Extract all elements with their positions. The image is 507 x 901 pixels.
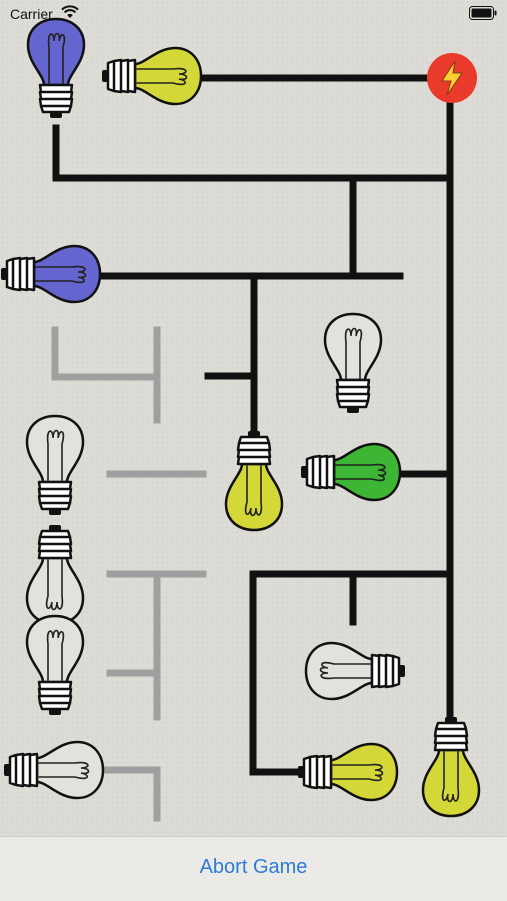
bulb-contact [102, 70, 108, 82]
bulbs-layer[interactable] [1, 17, 481, 818]
bulb-screw-base [38, 83, 74, 114]
bulb-filament [136, 67, 188, 86]
bulb-off-left-3[interactable] [25, 614, 85, 715]
bulb-glass [133, 46, 203, 106]
bulb-contact [49, 525, 61, 531]
circuit-puzzle[interactable] [0, 0, 507, 836]
battery-icon [469, 6, 497, 20]
bulb-off-right[interactable] [304, 641, 405, 701]
bulb-glass [421, 748, 481, 818]
bulb-filament [441, 751, 460, 803]
bulb-off-center[interactable] [323, 312, 383, 413]
bulb-yellow-top[interactable] [102, 46, 203, 106]
bulb-screw-base [106, 58, 137, 94]
bulb-contact [347, 407, 359, 413]
bulb-contact [1, 268, 7, 280]
status-bar: Carrier [0, 0, 507, 28]
bulb-blue-top[interactable] [26, 17, 86, 118]
wire-off[interactable] [51, 326, 161, 381]
bulb-glass [25, 414, 85, 484]
bulb-off-bottom-left[interactable] [4, 740, 105, 800]
bulb-filament [335, 463, 387, 482]
bulb-filament [35, 265, 87, 284]
bulb-glass [26, 17, 86, 87]
bulb-contact [50, 112, 62, 118]
lightning-bolt-icon [441, 60, 463, 96]
carrier-label: Carrier [10, 6, 53, 22]
bulb-glass [304, 641, 374, 701]
bulb-glass [332, 442, 402, 502]
powered-wires[interactable] [52, 74, 454, 776]
bulb-blue-middle[interactable] [1, 244, 102, 304]
bulb-filament [319, 661, 371, 680]
bulb-screw-base [305, 454, 336, 490]
unpowered-wires[interactable] [51, 326, 207, 822]
bulb-yellow-bottom-right[interactable] [421, 717, 481, 818]
wire-on[interactable] [249, 570, 310, 776]
bulb-screw-base [236, 435, 272, 466]
bulb-screw-base [335, 378, 371, 409]
bulb-yellow-bottom[interactable] [298, 742, 399, 802]
bulb-glass [35, 740, 105, 800]
bulb-glass [25, 614, 85, 684]
bulb-screw-base [8, 752, 39, 788]
abort-game-button[interactable]: Abort Game [0, 855, 507, 880]
bulb-off-left-2[interactable] [25, 525, 85, 626]
bulb-contact [4, 764, 10, 776]
bulb-glass [224, 462, 284, 532]
bulb-screw-base [37, 529, 73, 560]
bulb-contact [248, 431, 260, 437]
bulb-green[interactable] [301, 442, 402, 502]
bulb-screw-base [5, 256, 36, 292]
bulb-glass [25, 556, 85, 626]
bulb-filament [46, 629, 65, 681]
bulb-yellow-center[interactable] [224, 431, 284, 532]
bulb-contact [49, 509, 61, 515]
bulb-screw-base [370, 653, 401, 689]
bulb-screw-base [302, 754, 333, 790]
bulb-off-left-1[interactable] [25, 414, 85, 515]
bulb-glass [323, 312, 383, 382]
bulb-filament [45, 559, 64, 611]
power-source[interactable] [427, 53, 477, 103]
bulb-screw-base [37, 480, 73, 511]
bulb-contact [399, 665, 405, 677]
bulb-screw-base [37, 680, 73, 711]
bulb-filament [344, 327, 363, 379]
bottom-toolbar: Abort Game [0, 836, 507, 901]
bulb-filament [332, 763, 384, 782]
bulb-contact [445, 717, 457, 723]
bulb-filament [38, 761, 90, 780]
wire-off[interactable] [96, 766, 161, 822]
bulb-screw-base [433, 721, 469, 752]
bulb-filament [46, 429, 65, 481]
bulb-contact [301, 466, 307, 478]
bulb-glass [329, 742, 399, 802]
bulb-glass [32, 244, 102, 304]
bulb-contact [298, 766, 304, 778]
wire-on[interactable] [52, 124, 454, 182]
bulb-contact [49, 709, 61, 715]
wifi-icon [61, 5, 79, 18]
bulb-filament [47, 32, 66, 84]
bulb-filament [244, 465, 263, 517]
